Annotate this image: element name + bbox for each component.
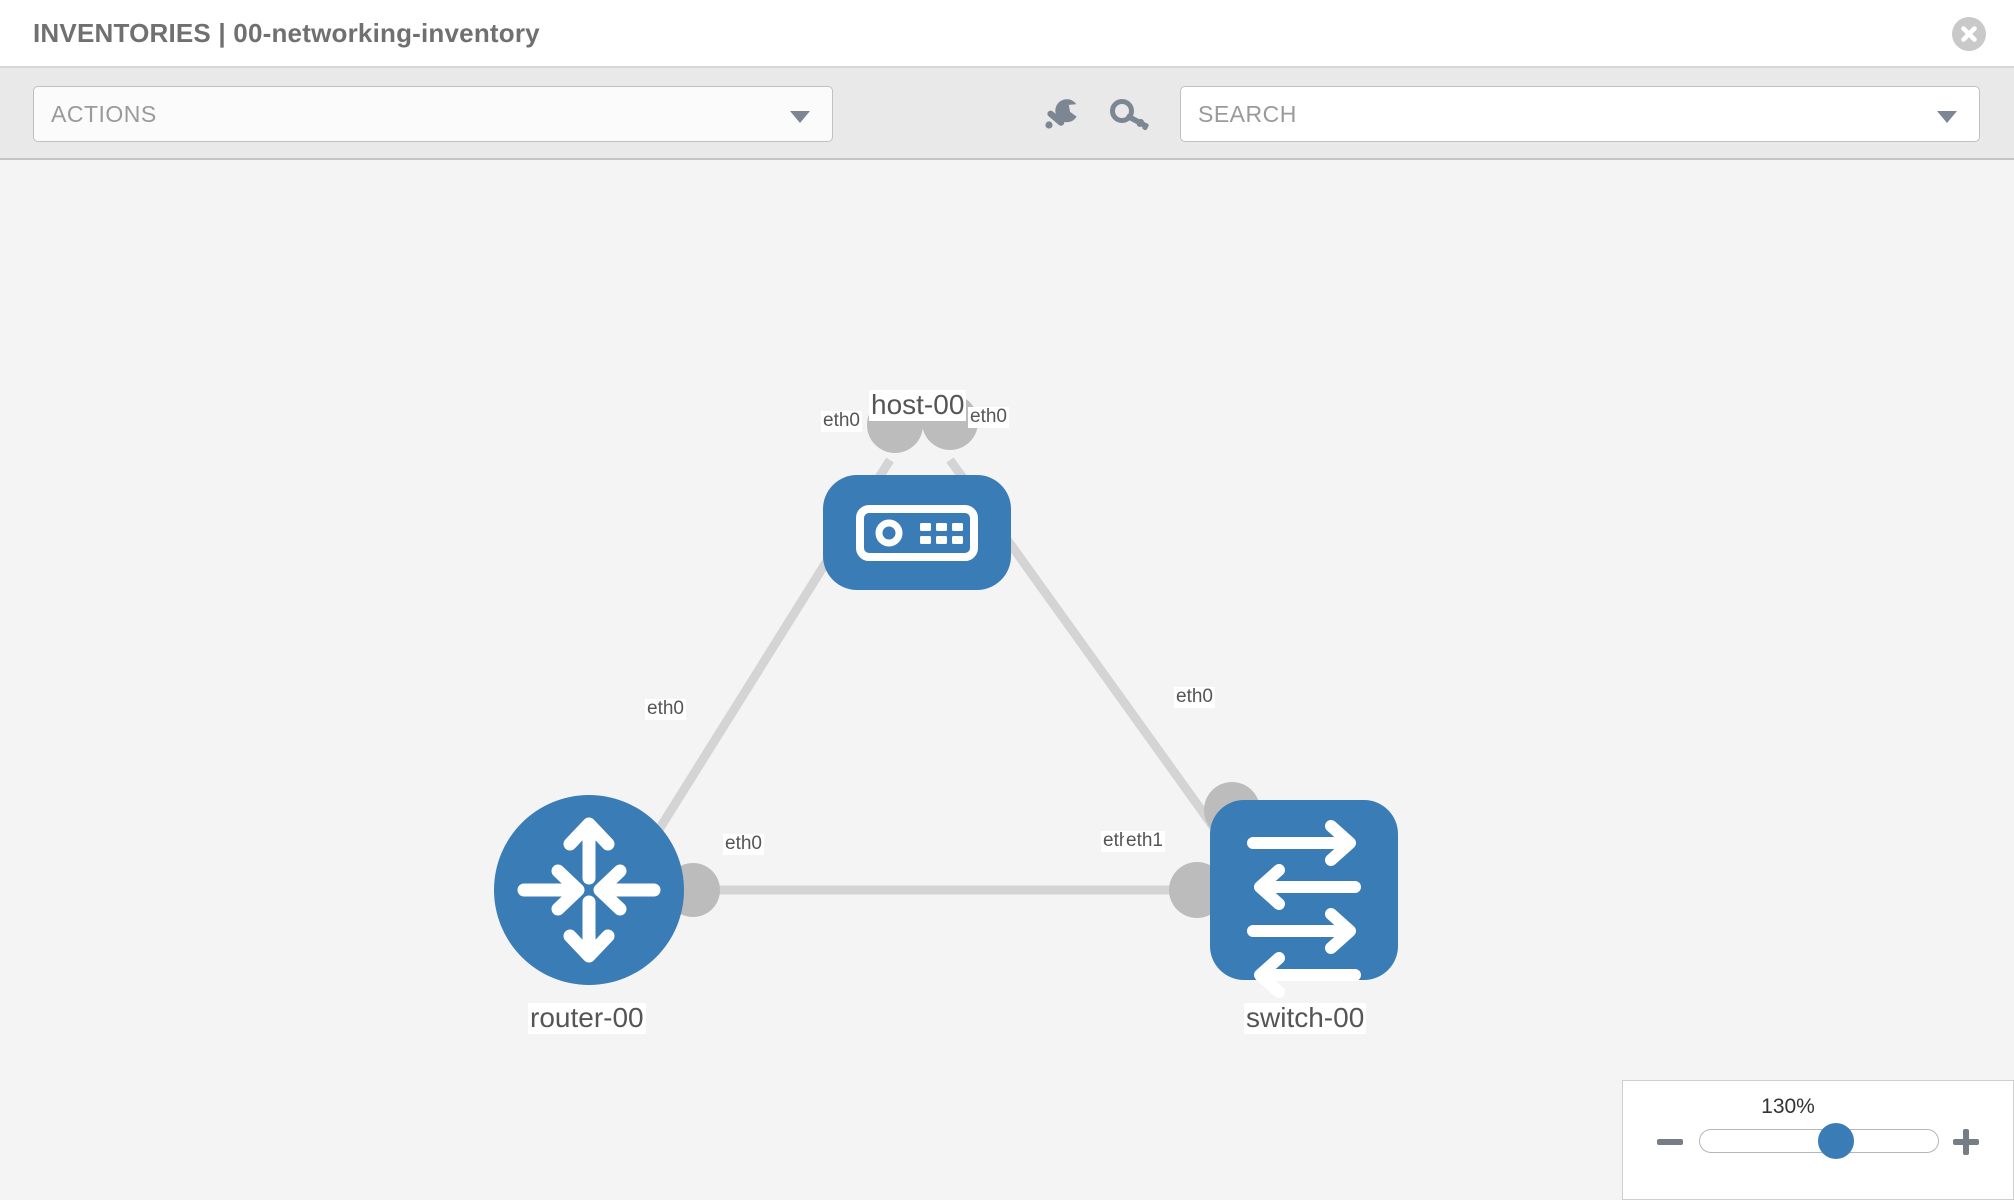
node-host-00[interactable]	[823, 475, 1011, 590]
page-title: INVENTORIES | 00-networking-inventory	[33, 18, 540, 48]
search-input[interactable]: SEARCH	[1180, 86, 1980, 142]
node-label-switch-00: switch-00	[1244, 1002, 1367, 1034]
zoom-slider-thumb[interactable]	[1818, 1123, 1854, 1159]
edge-label-router-right: eth0	[723, 833, 764, 855]
minus-icon[interactable]	[1657, 1129, 1683, 1155]
zoom-percent-label: 130%	[1761, 1095, 1815, 1118]
node-label-host-00: host-00	[869, 389, 967, 421]
node-router-00[interactable]	[494, 795, 684, 985]
key-icon[interactable]	[1108, 98, 1152, 132]
toolbar: ACTIONS SEARCH	[0, 68, 2014, 160]
chevron-down-icon	[790, 111, 810, 123]
server-icon	[856, 505, 978, 561]
topology-canvas[interactable]: eth0 eth0 eth0 eth0 eth0 eth0 eth1 host-…	[0, 160, 2014, 1200]
edge-label-host-left: eth0	[821, 410, 862, 432]
edge-label-router-up: eth0	[645, 698, 686, 720]
edge-label-switch-up: eth0	[1174, 686, 1215, 708]
node-switch-00[interactable]	[1210, 800, 1398, 998]
router-arrows-icon	[517, 817, 661, 963]
node-label-router-00: router-00	[528, 1002, 646, 1034]
search-placeholder: SEARCH	[1198, 101, 1297, 127]
topology-graph	[494, 394, 1398, 998]
chevron-down-icon[interactable]	[1937, 111, 1957, 123]
close-icon[interactable]	[1952, 17, 1986, 51]
wrench-icon[interactable]	[1040, 98, 1084, 132]
actions-dropdown[interactable]: ACTIONS	[33, 86, 833, 142]
title-bar: INVENTORIES | 00-networking-inventory	[0, 0, 2014, 68]
actions-dropdown-label: ACTIONS	[51, 101, 157, 127]
edge-label-switch-left-over: eth1	[1124, 830, 1165, 852]
switch-arrows-icon	[1247, 820, 1361, 998]
plus-icon[interactable]	[1953, 1129, 1979, 1155]
edge-label-host-right: eth0	[968, 406, 1009, 428]
zoom-control-panel: 130%	[1622, 1080, 2014, 1200]
